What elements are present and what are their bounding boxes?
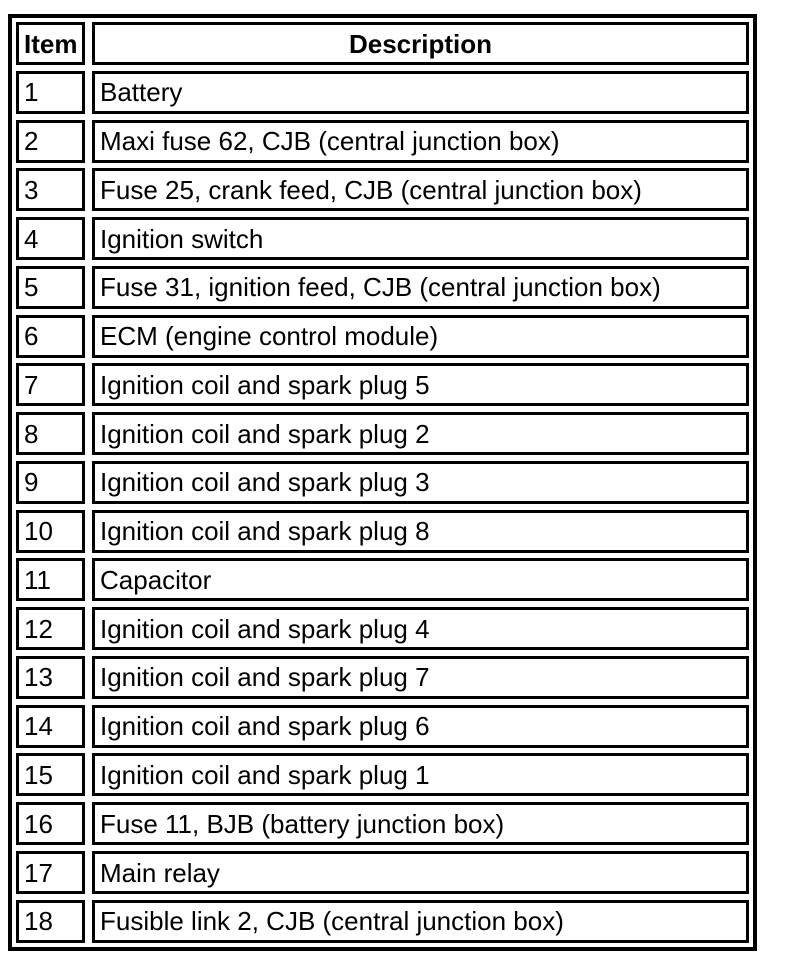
description-cell: Battery xyxy=(92,70,749,114)
table-row: 5 Fuse 31, ignition feed, CJB (central j… xyxy=(16,265,749,309)
item-cell: 9 xyxy=(16,460,85,504)
description-cell: Main relay xyxy=(92,851,749,895)
table-row: 3 Fuse 25, crank feed, CJB (central junc… xyxy=(16,168,749,212)
description-cell: Ignition coil and spark plug 2 xyxy=(92,412,749,456)
table-row: 18 Fusible link 2, CJB (central junction… xyxy=(16,899,749,943)
item-cell: 10 xyxy=(16,509,85,553)
item-cell: 16 xyxy=(16,802,85,846)
item-header-cell: Item xyxy=(16,22,85,65)
description-cell: Ignition coil and spark plug 8 xyxy=(92,509,749,553)
description-cell: Fusible link 2, CJB (central junction bo… xyxy=(92,899,749,943)
table-row: 8 Ignition coil and spark plug 2 xyxy=(16,412,749,456)
table-row: 6 ECM (engine control module) xyxy=(16,314,749,358)
table-row: 13 Ignition coil and spark plug 7 xyxy=(16,655,749,699)
table-row: 12 Ignition coil and spark plug 4 xyxy=(16,607,749,651)
description-cell: Ignition switch xyxy=(92,217,749,261)
table-row: 17 Main relay xyxy=(16,851,749,895)
description-header-cell: Description xyxy=(92,22,749,65)
description-cell: Fuse 11, BJB (battery junction box) xyxy=(92,802,749,846)
table-row: 7 Ignition coil and spark plug 5 xyxy=(16,363,749,407)
table-row: 14 Ignition coil and spark plug 6 xyxy=(16,704,749,748)
description-cell: Fuse 25, crank feed, CJB (central juncti… xyxy=(92,168,749,212)
item-cell: 6 xyxy=(16,314,85,358)
item-cell: 1 xyxy=(16,70,85,114)
table-row: 4 Ignition switch xyxy=(16,217,749,261)
description-cell: Ignition coil and spark plug 1 xyxy=(92,753,749,797)
description-cell: Ignition coil and spark plug 5 xyxy=(92,363,749,407)
item-cell: 13 xyxy=(16,655,85,699)
table-row: 10 Ignition coil and spark plug 8 xyxy=(16,509,749,553)
table-row: 1 Battery xyxy=(16,70,749,114)
description-cell: Capacitor xyxy=(92,558,749,602)
component-legend-table: Item Description 1 Battery 2 Maxi fuse 6… xyxy=(8,14,757,951)
table-row: 2 Maxi fuse 62, CJB (central junction bo… xyxy=(16,119,749,163)
description-cell: Fuse 31, ignition feed, CJB (central jun… xyxy=(92,265,749,309)
item-cell: 15 xyxy=(16,753,85,797)
item-cell: 17 xyxy=(16,851,85,895)
item-cell: 18 xyxy=(16,899,85,943)
description-cell: ECM (engine control module) xyxy=(92,314,749,358)
item-cell: 8 xyxy=(16,412,85,456)
description-cell: Ignition coil and spark plug 7 xyxy=(92,655,749,699)
table-row: 9 Ignition coil and spark plug 3 xyxy=(16,460,749,504)
item-cell: 2 xyxy=(16,119,85,163)
item-cell: 7 xyxy=(16,363,85,407)
item-cell: 5 xyxy=(16,265,85,309)
item-cell: 4 xyxy=(16,217,85,261)
item-cell: 3 xyxy=(16,168,85,212)
item-cell: 14 xyxy=(16,704,85,748)
item-cell: 11 xyxy=(16,558,85,602)
item-cell: 12 xyxy=(16,607,85,651)
description-cell: Ignition coil and spark plug 3 xyxy=(92,460,749,504)
description-cell: Ignition coil and spark plug 6 xyxy=(92,704,749,748)
table-row: 11 Capacitor xyxy=(16,558,749,602)
table-row: 15 Ignition coil and spark plug 1 xyxy=(16,753,749,797)
table-header-row: Item Description xyxy=(16,22,749,65)
description-cell: Ignition coil and spark plug 4 xyxy=(92,607,749,651)
description-cell: Maxi fuse 62, CJB (central junction box) xyxy=(92,119,749,163)
table-row: 16 Fuse 11, BJB (battery junction box) xyxy=(16,802,749,846)
